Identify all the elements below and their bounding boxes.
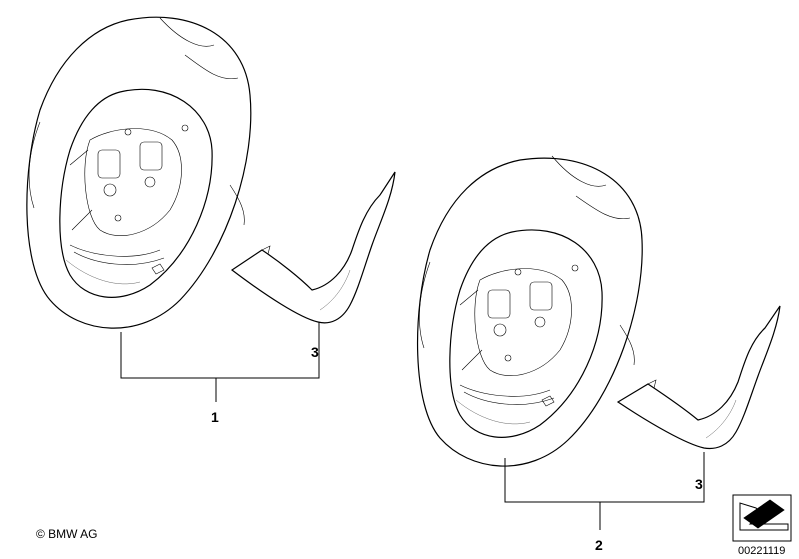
steering-wheel-1-icon[interactable]	[26, 16, 252, 329]
spoke-cover-2-icon[interactable]	[616, 305, 781, 450]
callout-2: 2	[595, 537, 603, 553]
arrow-stamp-icon	[732, 494, 792, 542]
callout-3-upper: 3	[311, 344, 319, 360]
callout-3-lower: 3	[695, 476, 703, 492]
leader-lines	[120, 322, 705, 530]
copyright-text: © BMW AG	[36, 527, 98, 541]
spoke-cover-1-icon[interactable]	[230, 171, 396, 324]
callout-1: 1	[211, 409, 219, 425]
drawing-number: 00221119	[738, 545, 785, 557]
steering-wheel-2-icon[interactable]	[416, 155, 643, 467]
